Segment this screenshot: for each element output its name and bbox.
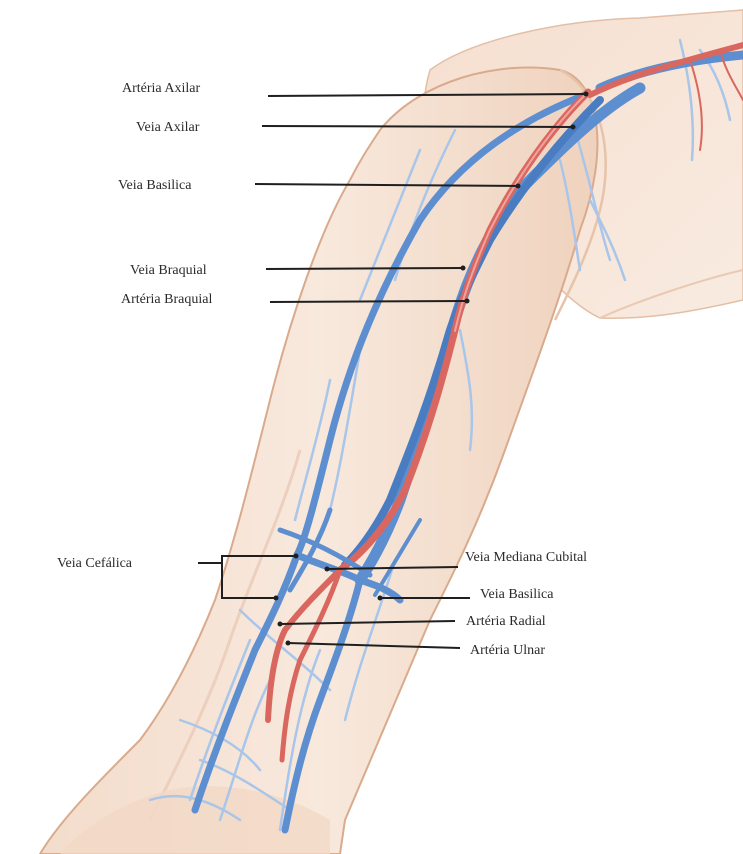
label-arteria-axilar: Artéria Axilar	[122, 81, 200, 96]
label-veia-basilica-lower: Veia Basilica	[480, 587, 554, 602]
leader-dot	[584, 92, 589, 97]
label-veia-mediana-cubital: Veia Mediana Cubital	[465, 550, 587, 565]
leader-dot	[274, 596, 279, 601]
label-veia-braquial: Veia Braquial	[130, 263, 207, 278]
leader-dot	[294, 554, 299, 559]
leader-dot	[516, 184, 521, 189]
leader-dot	[286, 641, 291, 646]
leader-dot	[278, 622, 283, 627]
leader-veia-axilar	[262, 126, 573, 127]
label-arteria-braquial: Artéria Braquial	[121, 292, 212, 307]
leader-dot	[571, 125, 576, 130]
label-veia-cefalica: Veia Cefálica	[57, 556, 133, 571]
leader-dot	[465, 299, 470, 304]
leader-veia-braquial	[266, 268, 463, 269]
leader-dot	[461, 266, 466, 271]
label-veia-axilar: Veia Axilar	[136, 120, 200, 135]
label-arteria-ulnar: Artéria Ulnar	[470, 643, 545, 658]
leader-dot	[325, 567, 330, 572]
leader-dot	[378, 596, 383, 601]
leader-arteria-braquial	[270, 301, 467, 302]
arm-skin	[40, 10, 743, 854]
label-veia-basilica-upper: Veia Basilica	[118, 178, 192, 193]
label-arteria-radial: Artéria Radial	[466, 614, 546, 629]
